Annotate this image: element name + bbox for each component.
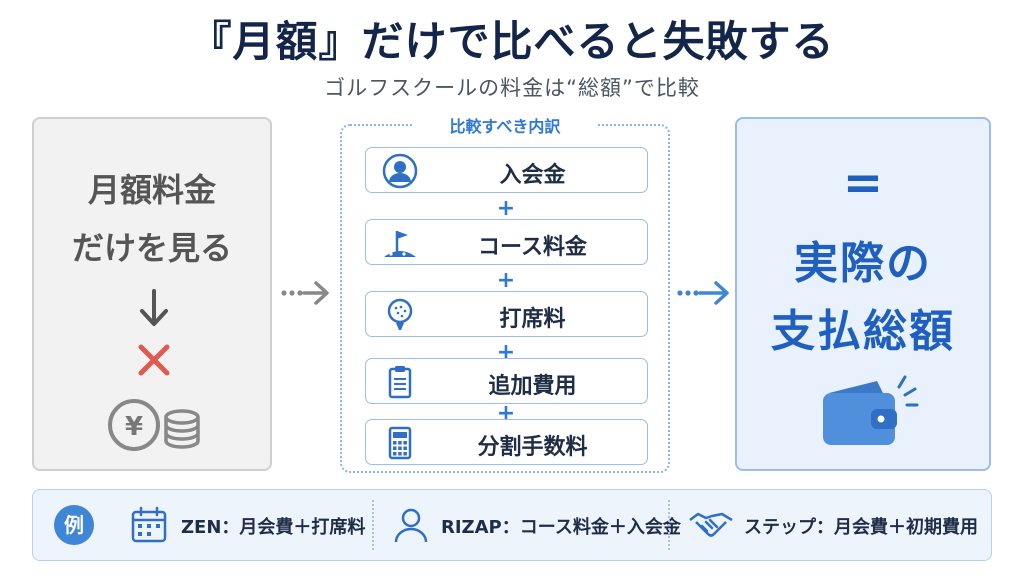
actual-label: 実際の bbox=[794, 238, 932, 289]
page-subtitle: ゴルフスクールの料金は“総額”で比較 bbox=[324, 76, 700, 100]
monthly-fee-label: 月額料金 bbox=[87, 171, 216, 209]
breakdown-item-installment-fee: 分割手数料 bbox=[365, 419, 648, 465]
breakdown-item-entry-fee: 入会金 bbox=[365, 147, 648, 193]
example-zen: ZEN：月会費＋打席料 bbox=[181, 517, 366, 538]
monthly-only-panel: 月額料金 だけを見る ¥ bbox=[32, 117, 272, 471]
only-look-label: だけを見る bbox=[71, 229, 232, 267]
down-arrow-icon bbox=[140, 289, 168, 326]
total-payment-label: 支払総額 bbox=[771, 306, 955, 357]
total-payment-panel: = 実際の 支払総額 bbox=[735, 117, 991, 471]
calendar-icon bbox=[131, 506, 167, 543]
yen-coin-icon: ¥ bbox=[108, 399, 200, 451]
example-divider bbox=[668, 500, 670, 550]
example-badge: 例 bbox=[54, 505, 94, 545]
breakdown-title: 比較すべき内訳 bbox=[414, 113, 596, 137]
arrow-to-breakdown-icon bbox=[281, 281, 329, 305]
examples-bar bbox=[32, 489, 992, 561]
page-title: 『月額』だけで比べると失敗する bbox=[189, 17, 835, 66]
equals-sign: = bbox=[842, 155, 884, 211]
svg-text:¥: ¥ bbox=[125, 412, 143, 442]
breakdown-item-label: 打席料 bbox=[499, 307, 566, 332]
breakdown-item-extra-costs: 追加費用 bbox=[365, 358, 648, 404]
example-rizap: RIZAP：コース料金＋入会金 bbox=[441, 517, 681, 538]
calculator-icon bbox=[388, 426, 412, 460]
breakdown-item-label: 入会金 bbox=[499, 163, 566, 188]
breakdown-item-label: コース料金 bbox=[478, 235, 587, 260]
plus-sign: + bbox=[496, 268, 516, 293]
arrow-to-total-icon bbox=[677, 281, 729, 305]
handshake-icon bbox=[689, 512, 733, 537]
person-icon bbox=[382, 153, 418, 189]
clipboard-icon bbox=[388, 366, 412, 399]
cross-icon bbox=[138, 344, 170, 376]
wallet-icon bbox=[823, 375, 919, 445]
breakdown-item-label: 分割手数料 bbox=[477, 435, 588, 460]
golf-ball-icon bbox=[387, 298, 413, 330]
breakdown-item-label: 追加費用 bbox=[488, 374, 577, 399]
person-outline-icon bbox=[394, 508, 428, 543]
example-step: ステップ：月会費＋初期費用 bbox=[744, 517, 978, 538]
breakdown-item-course-fee: コース料金 bbox=[365, 219, 648, 265]
example-divider bbox=[372, 500, 374, 550]
golf-flag-icon bbox=[384, 231, 416, 257]
plus-sign: + bbox=[496, 196, 516, 221]
breakdown-item-bay-fee: 打席料 bbox=[365, 291, 648, 337]
